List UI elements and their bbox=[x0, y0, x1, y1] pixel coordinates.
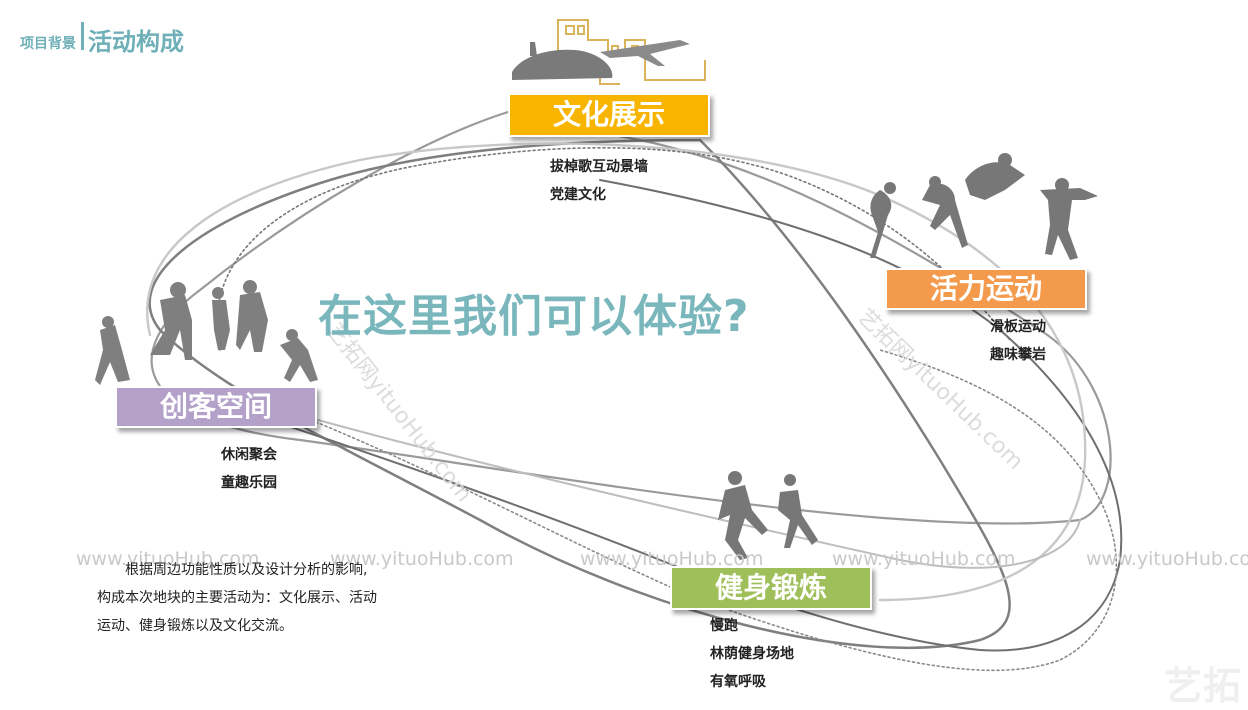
node-fitness-item-2: 林荫健身场地 bbox=[710, 646, 794, 662]
node-culture-item-1: 拔棹歌互动景墙 bbox=[550, 159, 648, 175]
node-maker-items: 休闲聚会 童趣乐园 bbox=[221, 441, 277, 497]
node-culture-label: 文化展示 bbox=[552, 98, 665, 131]
header-divider bbox=[81, 22, 84, 50]
watermark-url-5: www.yituoHub.com bbox=[1086, 548, 1248, 570]
description-line-3: 运动、健身锻炼以及文化交流。 bbox=[97, 618, 293, 634]
node-fitness-box: 健身锻炼 bbox=[670, 566, 872, 610]
watermark-url-1: www.yituoHub.com bbox=[76, 548, 260, 570]
description-text: 根据周边功能性质以及设计分析的影响, 构成本次地块的主要活动为：文化展示、活动 … bbox=[97, 556, 417, 640]
watermark-url-4: www.yituoHub.com bbox=[832, 548, 1016, 570]
orbit-line-2 bbox=[148, 138, 1011, 650]
watermark-url-2: www.yituoHub.com bbox=[330, 548, 514, 570]
node-maker-item-2: 童趣乐园 bbox=[221, 475, 277, 491]
orbit-line-1 bbox=[150, 110, 1112, 525]
node-vitality-items: 滑板运动 趣味攀岩 bbox=[990, 313, 1046, 369]
node-culture-box: 文化展示 bbox=[508, 93, 710, 137]
culture-silhouettes bbox=[512, 19, 706, 85]
fitness-silhouettes bbox=[718, 471, 818, 560]
description-line-1: 根据周边功能性质以及设计分析的影响, bbox=[125, 562, 368, 578]
node-maker-label: 创客空间 bbox=[159, 390, 272, 423]
node-culture-item-2: 党建文化 bbox=[550, 187, 606, 203]
node-vitality-item-2: 趣味攀岩 bbox=[990, 347, 1046, 363]
description-line-2: 构成本次地块的主要活动为：文化展示、活动 bbox=[97, 590, 377, 606]
central-question: 在这里我们可以体验? bbox=[318, 291, 750, 342]
node-fitness-item-3: 有氧呼吸 bbox=[710, 674, 766, 690]
node-fitness-item-1: 慢跑 bbox=[710, 618, 738, 634]
vitality-silhouettes bbox=[870, 153, 1098, 260]
node-maker-box: 创客空间 bbox=[115, 386, 317, 428]
node-fitness-label: 健身锻炼 bbox=[714, 571, 827, 604]
orbit-line-5 bbox=[259, 349, 1118, 672]
node-vitality-label: 活力运动 bbox=[929, 272, 1042, 305]
watermark-url-3: www.yituoHub.com bbox=[580, 548, 764, 570]
orbit-line-6 bbox=[216, 147, 1011, 351]
node-culture-items: 拔棹歌互动景墙 党建文化 bbox=[550, 153, 648, 209]
node-maker-item-1: 休闲聚会 bbox=[221, 447, 277, 463]
node-fitness-items: 慢跑 林荫健身场地 有氧呼吸 bbox=[710, 612, 794, 696]
header-section: 项目背景 bbox=[20, 36, 76, 52]
node-vitality-box: 活力运动 bbox=[885, 268, 1087, 310]
maker-silhouettes bbox=[95, 280, 318, 385]
node-vitality-item-1: 滑板运动 bbox=[990, 319, 1046, 335]
watermark-logo: 艺拓 bbox=[1163, 664, 1242, 708]
page-title: 活动构成 bbox=[88, 28, 184, 56]
orbit-line-4 bbox=[146, 142, 1087, 602]
